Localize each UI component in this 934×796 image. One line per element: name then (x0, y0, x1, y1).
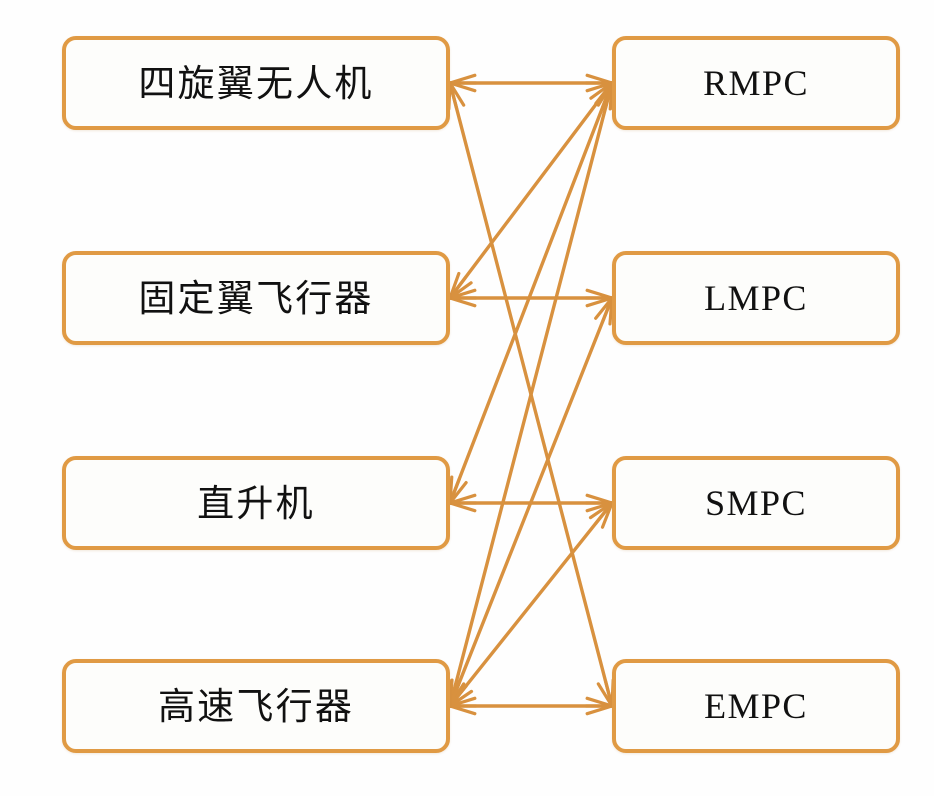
node-empc[interactable]: EMPC (612, 659, 900, 753)
node-lmpc[interactable]: LMPC (612, 251, 900, 345)
node-smpc[interactable]: SMPC (612, 456, 900, 550)
node-high-speed-aircraft[interactable]: 高速飞行器 (62, 659, 450, 753)
node-quadrotor-uav[interactable]: 四旋翼无人机 (62, 36, 450, 130)
node-label: 固定翼飞行器 (138, 276, 374, 320)
node-label: 高速飞行器 (157, 684, 355, 728)
node-label: 直升机 (197, 481, 315, 525)
node-helicopter[interactable]: 直升机 (62, 456, 450, 550)
node-rmpc[interactable]: RMPC (612, 36, 900, 130)
node-fixed-wing-aircraft[interactable]: 固定翼飞行器 (62, 251, 450, 345)
node-label: EMPC (704, 686, 808, 726)
node-label: LMPC (704, 278, 808, 318)
node-label: RMPC (703, 63, 809, 103)
node-label: 四旋翼无人机 (138, 61, 374, 105)
node-label: SMPC (705, 483, 807, 523)
